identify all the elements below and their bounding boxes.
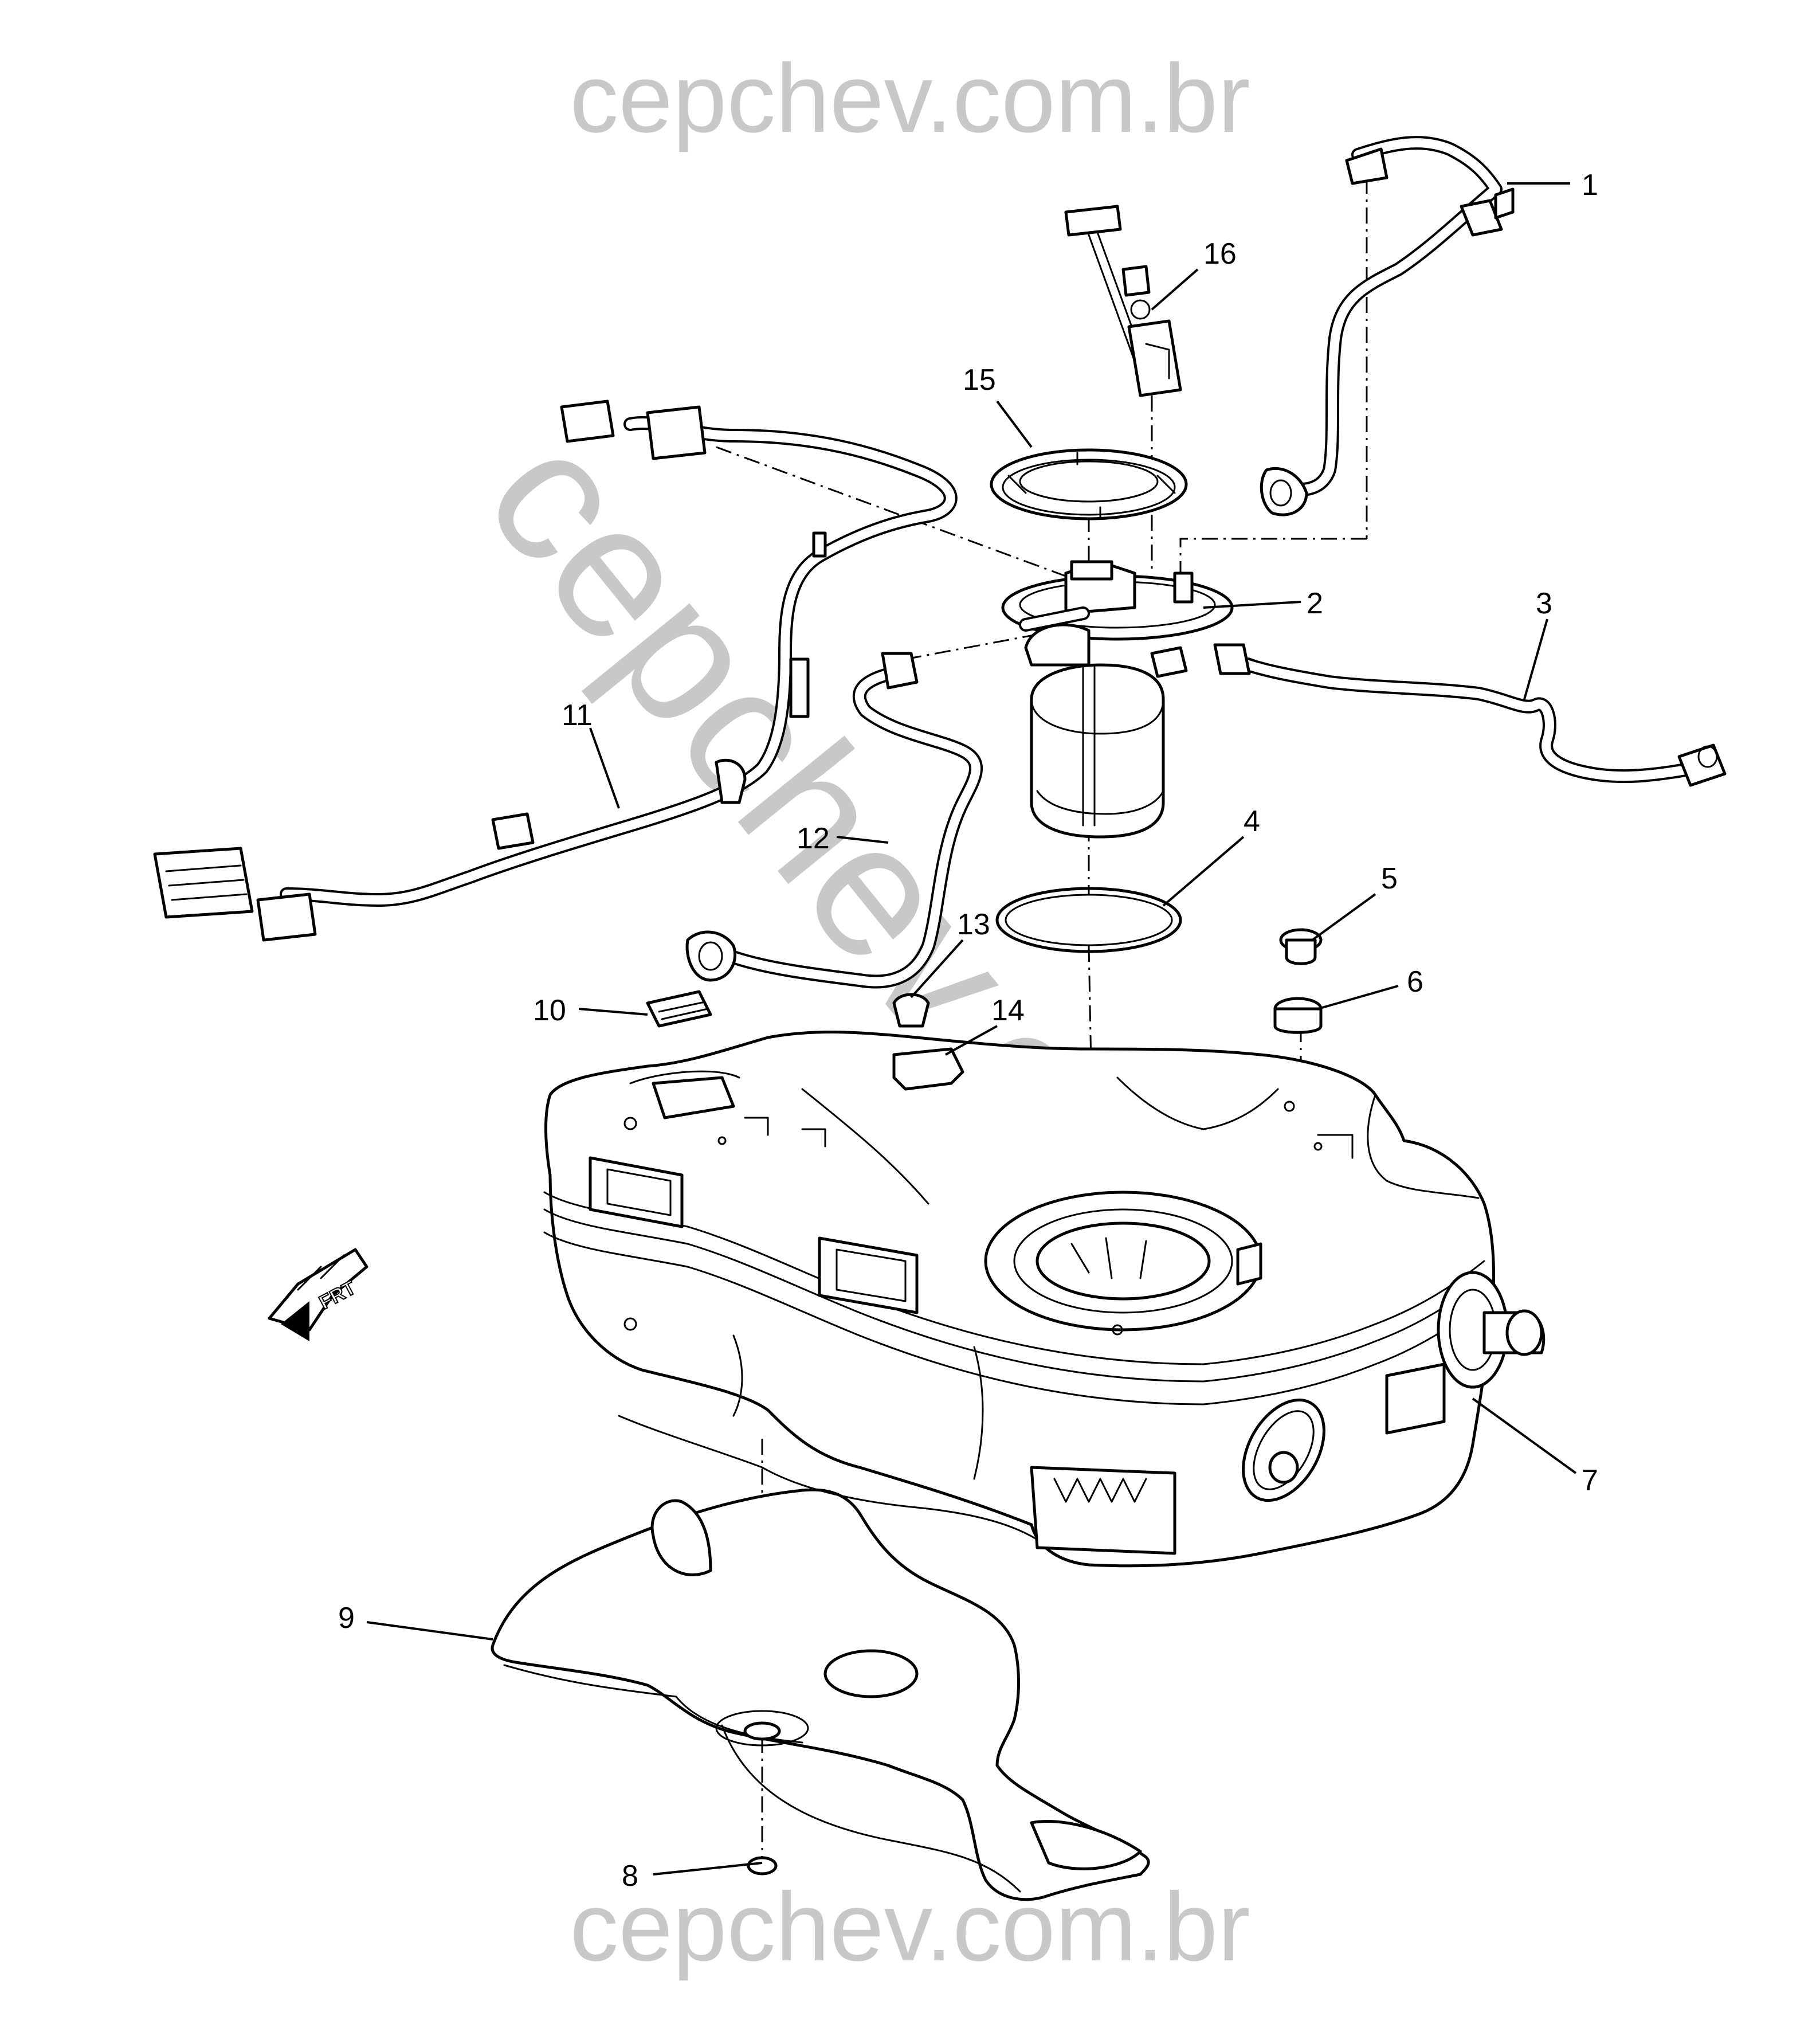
- heat-shield: [491, 1488, 1150, 1901]
- watermark-bottom: cepchev.com.br: [570, 1873, 1250, 1982]
- callout-13: 13: [957, 908, 990, 941]
- pad-10: [646, 990, 712, 1028]
- callout-labels: 1 2 3 4 5 6 7 8 9 10 11 12 13 14 15 16: [338, 169, 1598, 1893]
- fuel-level-sensor: [1064, 205, 1182, 397]
- fuel-return-line: [1213, 643, 1727, 787]
- callout-2: 2: [1307, 587, 1323, 620]
- callout-12: 12: [797, 822, 830, 855]
- callout-10: 10: [533, 994, 566, 1027]
- fuel-pump-module: [1001, 560, 1234, 839]
- pump-seal-ring: [995, 887, 1182, 953]
- callout-11: 11: [562, 699, 593, 732]
- sensor-14: [892, 1047, 964, 1091]
- watermark-top: cepchev.com.br: [570, 44, 1250, 153]
- vapor-pipe: [685, 652, 983, 989]
- front-direction-arrow-icon: FRT: [268, 1248, 368, 1341]
- tank-surface-marks: [623, 1101, 1354, 1336]
- callout-3: 3: [1536, 587, 1552, 620]
- callout-8: 8: [622, 1859, 638, 1893]
- callout-5: 5: [1381, 862, 1398, 895]
- callout-9: 9: [338, 1602, 355, 1635]
- pump-lock-ring: [990, 448, 1188, 520]
- callout-leaders: [366, 182, 1577, 1876]
- callout-14: 14: [991, 994, 1025, 1027]
- callout-16: 16: [1203, 237, 1237, 271]
- wiring-harness: [153, 400, 958, 942]
- callout-15: 15: [963, 363, 996, 397]
- clip-13: [892, 993, 930, 1028]
- callout-6: 6: [1407, 965, 1423, 999]
- small-parts: [646, 928, 1323, 1876]
- callout-4: 4: [1244, 805, 1260, 838]
- fuel-feed-pipe: [1260, 136, 1515, 516]
- washer-8: [747, 1856, 778, 1876]
- callout-7: 7: [1582, 1464, 1598, 1497]
- callout-1: 1: [1582, 169, 1598, 202]
- fuel-tank: [543, 1031, 1546, 1568]
